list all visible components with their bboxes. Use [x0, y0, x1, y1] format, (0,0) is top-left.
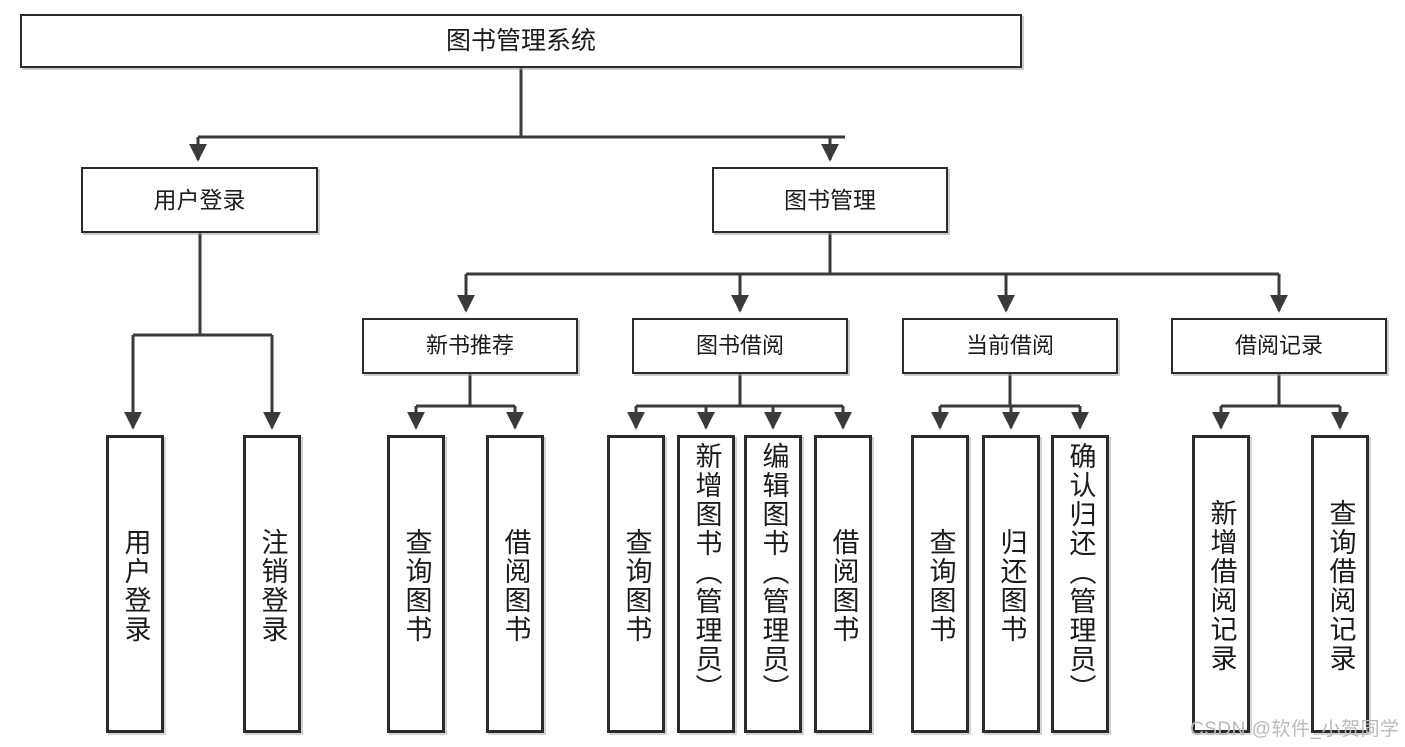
- node-leaf-borrow-book-2[interactable]: 借阅图书: [814, 435, 872, 733]
- node-user-login-label: 用户登录: [153, 186, 246, 213]
- node-leaf-query-book-3[interactable]: 查询图书: [911, 435, 969, 733]
- node-leaf-add-book-admin[interactable]: 新增图书（管理员）: [677, 435, 735, 733]
- node-borrow-records-label: 借阅记录: [1234, 333, 1323, 359]
- node-leaf-user-logout-label: 注销登录: [257, 528, 288, 644]
- node-leaf-user-login-do[interactable]: 用户登录: [106, 435, 164, 733]
- node-leaf-user-logout[interactable]: 注销登录: [243, 435, 301, 733]
- node-leaf-edit-book-admin-label: 编辑图书（管理员）: [758, 442, 789, 703]
- node-book-borrow-label: 图书借阅: [695, 333, 784, 359]
- node-leaf-borrow-book-2-label: 借阅图书: [828, 528, 859, 644]
- node-leaf-edit-book-admin[interactable]: 编辑图书（管理员）: [744, 435, 802, 733]
- node-leaf-query-book-2[interactable]: 查询图书: [607, 435, 665, 733]
- node-leaf-add-borrow-record[interactable]: 新增借阅记录: [1192, 435, 1250, 733]
- node-leaf-borrow-book-1[interactable]: 借阅图书: [486, 435, 544, 733]
- node-leaf-query-borrow-record-label: 查询借阅记录: [1325, 499, 1356, 673]
- node-leaf-return-book[interactable]: 归还图书: [982, 435, 1040, 733]
- node-current-borrow-label: 当前借阅: [965, 333, 1054, 359]
- node-user-login[interactable]: 用户登录: [81, 167, 318, 233]
- node-leaf-confirm-return-admin[interactable]: 确认归还（管理员）: [1051, 435, 1109, 733]
- node-leaf-query-book-1[interactable]: 查询图书: [387, 435, 445, 733]
- node-leaf-user-login-do-label: 用户登录: [120, 528, 151, 644]
- node-root-system-label: 图书管理系统: [445, 26, 596, 55]
- node-new-book-recommend-label: 新书推荐: [425, 333, 514, 359]
- node-leaf-query-borrow-record[interactable]: 查询借阅记录: [1311, 435, 1369, 733]
- node-book-borrow[interactable]: 图书借阅: [632, 318, 848, 374]
- node-book-manage[interactable]: 图书管理: [712, 167, 948, 233]
- node-book-manage-label: 图书管理: [784, 186, 876, 213]
- node-leaf-return-book-label: 归还图书: [996, 528, 1027, 644]
- node-leaf-add-book-admin-label: 新增图书（管理员）: [691, 442, 722, 703]
- node-leaf-query-book-1-label: 查询图书: [401, 528, 432, 644]
- node-leaf-confirm-return-admin-label: 确认归还（管理员）: [1065, 442, 1096, 703]
- node-borrow-records[interactable]: 借阅记录: [1171, 318, 1387, 374]
- node-leaf-query-book-2-label: 查询图书: [621, 528, 652, 644]
- node-leaf-add-borrow-record-label: 新增借阅记录: [1206, 499, 1237, 673]
- node-new-book-recommend[interactable]: 新书推荐: [362, 318, 578, 374]
- node-leaf-borrow-book-1-label: 借阅图书: [500, 528, 531, 644]
- node-current-borrow[interactable]: 当前借阅: [902, 318, 1118, 374]
- node-leaf-query-book-3-label: 查询图书: [925, 528, 956, 644]
- node-root-system[interactable]: 图书管理系统: [20, 14, 1022, 68]
- csdn-watermark: CSDN @软件_小贺同学: [1190, 719, 1400, 740]
